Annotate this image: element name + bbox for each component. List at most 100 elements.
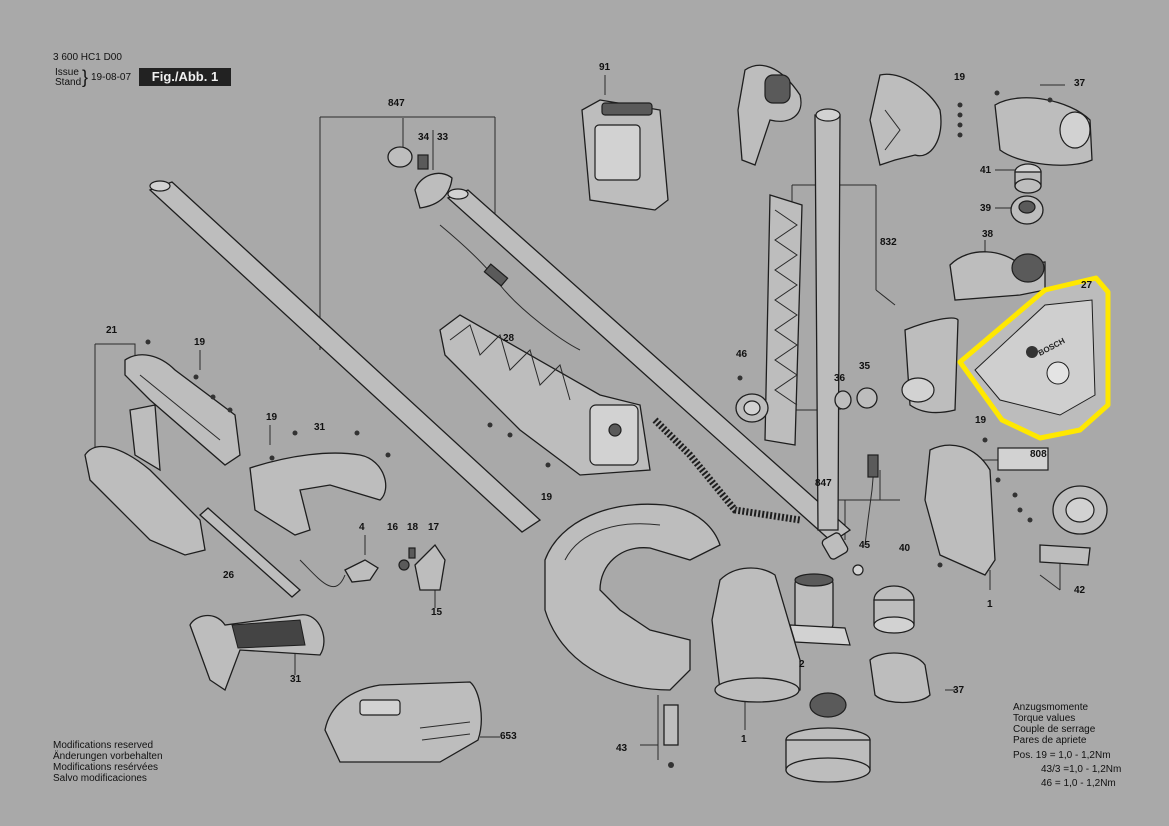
footer-line-4: Salvo modificaciones bbox=[53, 773, 147, 784]
handle-31-bottom bbox=[189, 614, 325, 691]
pin-18 bbox=[408, 547, 416, 559]
switch-4 bbox=[344, 559, 379, 583]
label-17: 17 bbox=[428, 522, 440, 533]
label-1-right: 1 bbox=[987, 599, 993, 610]
label-45: 45 bbox=[859, 540, 871, 551]
charger-653 bbox=[324, 681, 482, 763]
label-34: 34 bbox=[418, 132, 430, 143]
torque-line-1: Anzugsmomente bbox=[1013, 702, 1089, 713]
label-33: 33 bbox=[437, 132, 449, 143]
label-847-lower: 847 bbox=[815, 478, 832, 489]
label-43: 43 bbox=[616, 743, 628, 754]
label-832: 832 bbox=[880, 237, 897, 248]
motor-2 bbox=[789, 573, 851, 646]
issue-date: 19-08-07 bbox=[91, 72, 132, 83]
label-31-top: 31 bbox=[314, 422, 326, 433]
brace-icon: } bbox=[82, 67, 89, 87]
torque-value-46: 46 = 1,0 - 1,2Nm bbox=[1041, 778, 1116, 789]
footer-line-1: Modifications reserved bbox=[53, 740, 154, 751]
label-39: 39 bbox=[980, 203, 992, 214]
knob-39 bbox=[1010, 195, 1044, 225]
torque-value-19: Pos. 19 = 1,0 - 1,2Nm bbox=[1013, 750, 1111, 761]
label-19-right: 19 bbox=[975, 415, 987, 426]
label-18: 18 bbox=[407, 522, 419, 533]
label-35: 35 bbox=[859, 361, 871, 372]
screws bbox=[145, 90, 1053, 568]
handle-assembly-28 bbox=[439, 314, 651, 476]
cover-37-top bbox=[994, 97, 1093, 166]
issue-label: Issue bbox=[55, 67, 79, 78]
bracket-42 bbox=[1039, 544, 1091, 566]
torque-line-4: Pares de apriete bbox=[1013, 735, 1087, 746]
shaft-tube-middle bbox=[446, 188, 852, 543]
torque-line-2: Torque values bbox=[1013, 713, 1076, 724]
document-number: 3 600 HC1 D00 bbox=[53, 52, 122, 63]
torque-value-43: 43/3 =1,0 - 1,2Nm bbox=[1041, 764, 1122, 775]
grip-cover-left bbox=[84, 445, 206, 556]
housing-half-right bbox=[924, 444, 996, 576]
label-27: 27 bbox=[1081, 280, 1093, 291]
upper-tube bbox=[814, 108, 841, 531]
label-653: 653 bbox=[500, 731, 517, 742]
ring-41 bbox=[1014, 163, 1042, 194]
clip-35 bbox=[856, 387, 878, 409]
label-42: 42 bbox=[1074, 585, 1086, 596]
stand-label: Stand bbox=[55, 77, 82, 88]
spring-33 bbox=[417, 154, 429, 170]
handle-half-21 bbox=[124, 354, 241, 466]
torque-line-3: Couple de serrage bbox=[1013, 724, 1096, 735]
label-46: 46 bbox=[736, 349, 748, 360]
label-808: 808 bbox=[1030, 449, 1047, 460]
label-38: 38 bbox=[982, 229, 994, 240]
label-40: 40 bbox=[899, 543, 911, 554]
cover-27-highlighted: BOSCH bbox=[957, 275, 1111, 441]
sleeve-40 bbox=[873, 585, 915, 634]
upper-handle-half-left bbox=[737, 64, 802, 166]
cable-switch bbox=[299, 559, 346, 588]
label-19-lower: 19 bbox=[541, 492, 553, 503]
label-28: 28 bbox=[503, 333, 515, 344]
drive-spring bbox=[652, 417, 801, 524]
label-37-bottom: 37 bbox=[953, 685, 965, 696]
footer-line-2: Änderungen vorbehalten bbox=[53, 751, 163, 762]
label-15: 15 bbox=[431, 607, 443, 618]
label-19-mid: 19 bbox=[266, 412, 278, 423]
label-847-top: 847 bbox=[388, 98, 405, 109]
switch-parts-left bbox=[129, 404, 161, 472]
battery-91 bbox=[581, 99, 669, 211]
cable-847-lower bbox=[864, 454, 879, 546]
latch-33 bbox=[414, 172, 453, 209]
figure-label: Fig./Abb. 1 bbox=[139, 68, 231, 86]
label-41: 41 bbox=[980, 165, 992, 176]
wheel-right bbox=[1052, 485, 1108, 535]
label-91: 91 bbox=[599, 62, 611, 73]
label-21: 21 bbox=[106, 325, 118, 336]
label-1-bottom: 1 bbox=[741, 734, 747, 745]
cap-34 bbox=[387, 146, 413, 168]
upper-handle-half-right bbox=[869, 73, 942, 166]
label-16: 16 bbox=[387, 522, 399, 533]
label-19-top: 19 bbox=[954, 72, 966, 83]
label-808 bbox=[997, 447, 1049, 471]
housing-upper-center bbox=[901, 317, 959, 414]
trigger-17 bbox=[414, 543, 446, 591]
label-2: 2 bbox=[799, 659, 805, 670]
label-19-left: 19 bbox=[194, 337, 206, 348]
shaft-tube-left bbox=[148, 180, 542, 533]
rod-26 bbox=[199, 507, 301, 598]
label-37-top: 37 bbox=[1074, 78, 1086, 89]
handle-grip-832 bbox=[764, 194, 803, 446]
connector-45 bbox=[821, 532, 864, 576]
footer-line-3: Modifications resérvées bbox=[53, 762, 159, 773]
spool-cover-37 bbox=[869, 652, 931, 704]
tool-43 bbox=[663, 704, 679, 768]
bracket-left-of-tube bbox=[735, 393, 769, 423]
motor-housing-1 bbox=[711, 567, 801, 703]
grass-guard bbox=[544, 503, 721, 691]
label-26: 26 bbox=[223, 570, 235, 581]
label-31-bottom: 31 bbox=[290, 674, 302, 685]
handle-31-top bbox=[249, 452, 387, 536]
label-36: 36 bbox=[834, 373, 846, 384]
